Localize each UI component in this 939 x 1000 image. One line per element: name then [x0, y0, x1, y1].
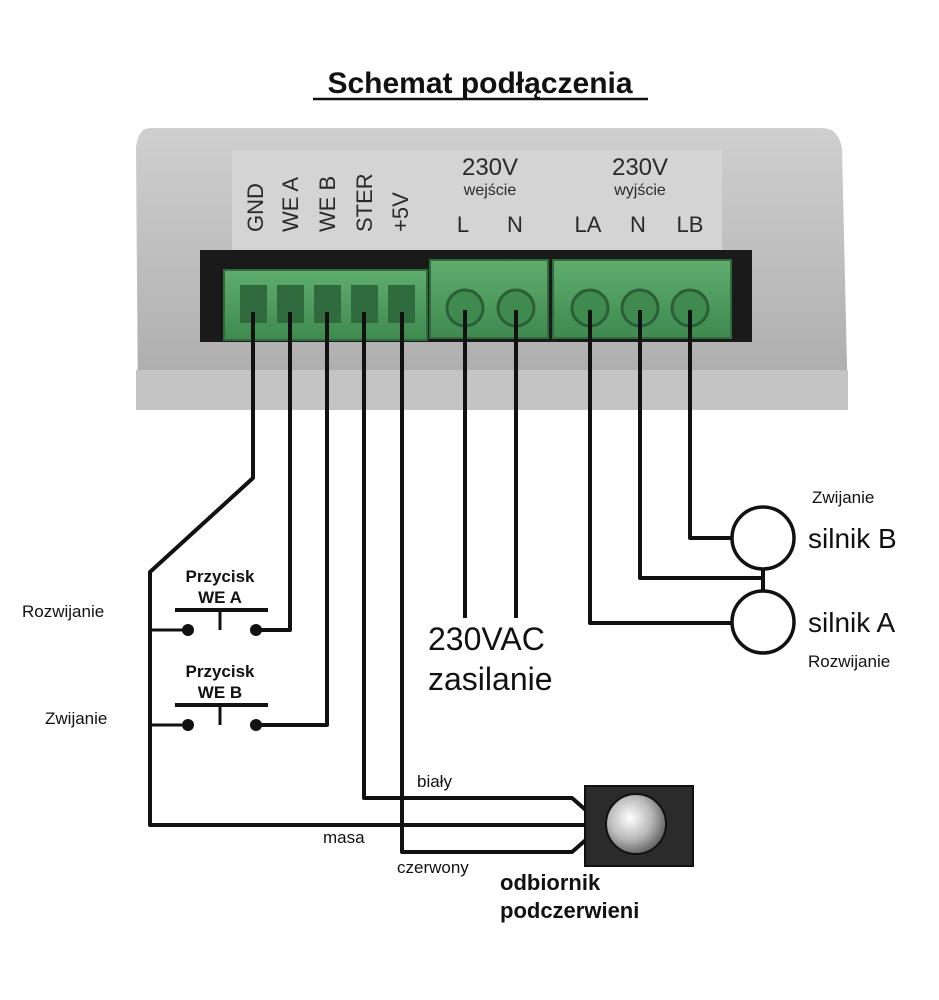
button-we-b[interactable]: Przycisk WE B	[150, 662, 268, 731]
button-b-title: Przycisk	[186, 662, 256, 681]
motor-a-label: silnik A	[808, 607, 895, 638]
button-a-function: Rozwijanie	[22, 602, 104, 621]
label-plus5v: +5V	[388, 192, 413, 232]
label-we-b: WE B	[315, 176, 340, 232]
label-output-lb: LB	[677, 212, 704, 237]
button-a-contact-left	[182, 624, 194, 636]
label-ster: STER	[352, 173, 377, 232]
button-b-contact-left	[182, 719, 194, 731]
ir-wire-red-label: czerwony	[397, 858, 469, 877]
motor-b-label: silnik B	[808, 523, 897, 554]
label-input-sub: wejście	[463, 182, 517, 199]
button-we-a[interactable]: Przycisk WE A	[150, 567, 268, 636]
wire-gnd	[148, 312, 480, 827]
ir-receiver-label-line1: odbiornik	[500, 870, 601, 895]
ir-wire-white-label: biały	[417, 772, 452, 791]
motor-a-symbol	[730, 589, 796, 655]
label-output-voltage: 230V	[612, 154, 668, 181]
motor-b: Zwijanie silnik B	[730, 488, 897, 571]
motor-b-symbol	[730, 505, 796, 571]
button-a-name: WE A	[198, 588, 242, 607]
label-output-n: N	[630, 212, 646, 237]
label-input-l: L	[457, 212, 469, 237]
button-a-title: Przycisk	[186, 567, 256, 586]
wire-we-a	[257, 312, 292, 632]
terminal-block-low-voltage	[223, 269, 428, 341]
ir-receiver-label-line2: podczerwieni	[500, 898, 639, 923]
label-output-sub: wyjście	[613, 182, 666, 199]
ir-wire-ground-label: masa	[323, 828, 365, 847]
button-a-contact-right	[250, 624, 262, 636]
wires	[148, 310, 765, 854]
label-input-n: N	[507, 212, 523, 237]
power-label-line1: 230VAC	[428, 621, 545, 657]
wire-ster	[362, 312, 480, 800]
button-b-function: Zwijanie	[45, 709, 107, 728]
label-input-voltage: 230V	[462, 154, 518, 181]
motor-a-function: Rozwijanie	[808, 652, 890, 671]
wire-output-n	[638, 310, 763, 580]
ir-receiver: biały masa czerwony odbiornik podczerwie…	[323, 772, 694, 923]
label-we-a: WE A	[278, 177, 303, 232]
wire-we-b	[257, 312, 329, 727]
wire-output-la	[588, 310, 733, 625]
wire-plus5v	[400, 312, 480, 854]
label-gnd: GND	[243, 183, 268, 232]
ir-receiver-lens	[605, 793, 667, 855]
terminal-labels-output: 230V wyjście LA N LB	[575, 154, 704, 237]
button-b-name: WE B	[198, 683, 242, 702]
motor-a: silnik A Rozwijanie	[730, 589, 895, 671]
wire-output-lb	[688, 310, 733, 540]
motor-b-function: Zwijanie	[812, 488, 874, 507]
diagram-title: Schemat podłączenia	[327, 67, 632, 100]
terminal-labels-input: 230V wejście L N	[457, 154, 523, 237]
label-output-la: LA	[575, 212, 602, 237]
terminal-block-input	[429, 259, 549, 339]
power-label-line2: zasilanie	[428, 661, 553, 697]
terminal-labels-low-voltage: GND WE A WE B STER +5V	[243, 173, 413, 232]
button-b-contact-right	[250, 719, 262, 731]
